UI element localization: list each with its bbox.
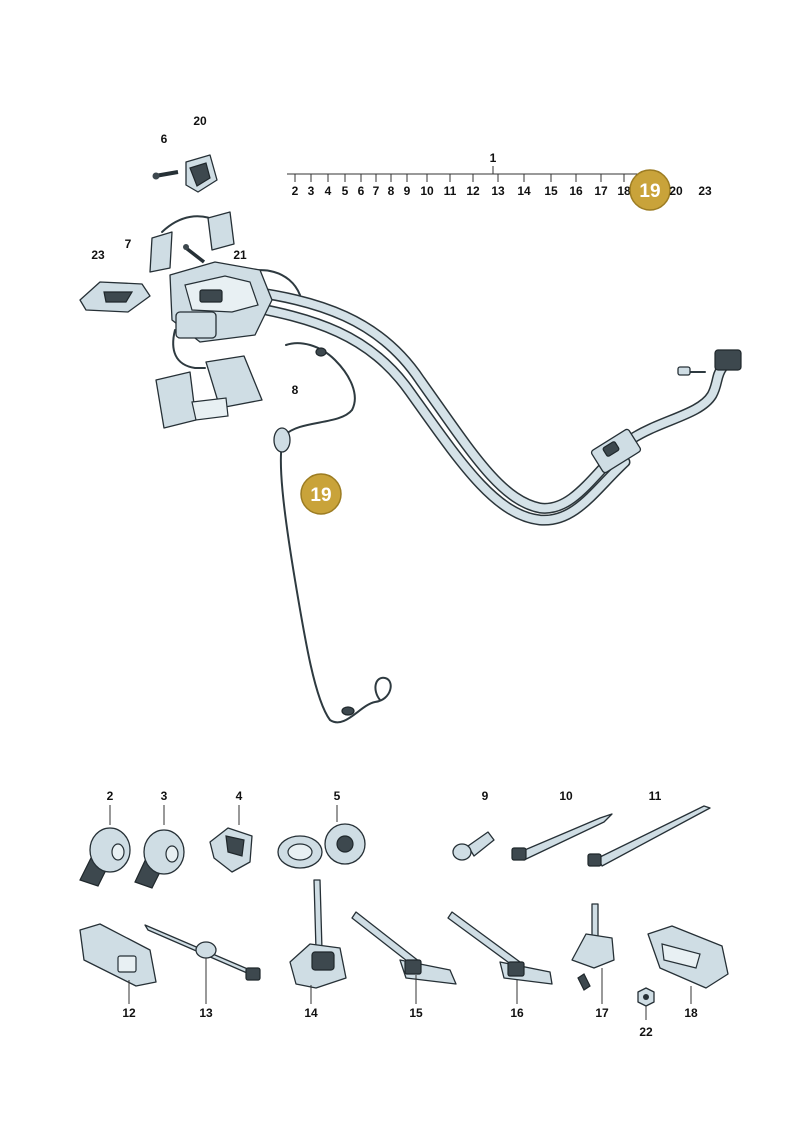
callout-23: 23 xyxy=(91,248,105,262)
callout-14: 14 xyxy=(304,1006,318,1020)
bracket-20 xyxy=(185,154,218,193)
callout-21: 21 xyxy=(233,248,247,262)
callout-6: 6 xyxy=(161,132,168,146)
lower-connector-b xyxy=(205,355,263,409)
main-harness xyxy=(234,269,742,526)
assembly-item: 9 xyxy=(404,184,411,198)
assembly-item: 14 xyxy=(517,184,531,198)
screw-6 xyxy=(152,170,179,180)
callout-2: 2 xyxy=(107,789,114,803)
connector-cluster xyxy=(79,154,273,429)
callout-18: 18 xyxy=(684,1006,698,1020)
harness-connector-block xyxy=(590,428,642,474)
callout-3: 3 xyxy=(161,789,168,803)
sensor-tip xyxy=(341,706,355,716)
callout-20: 20 xyxy=(193,114,207,128)
callout-15: 15 xyxy=(409,1006,423,1020)
nut-22 xyxy=(637,987,655,1007)
end-connector xyxy=(714,349,742,371)
bracket-12 xyxy=(79,923,157,987)
control-module xyxy=(169,261,273,343)
callout-22: 22 xyxy=(639,1025,653,1039)
harness-trunk-b-fill xyxy=(236,301,629,525)
callout-11: 11 xyxy=(649,789,662,803)
lower-connector-plate xyxy=(191,397,229,421)
assembly-item: 8 xyxy=(388,184,395,198)
assembly-item: 5 xyxy=(342,184,349,198)
clip-4 xyxy=(209,827,253,873)
callout-1: 1 xyxy=(490,151,497,165)
cable-tie-10 xyxy=(511,813,613,861)
sensor-lead xyxy=(273,342,392,724)
clip-17 xyxy=(571,903,615,991)
callout-13: 13 xyxy=(199,1006,213,1020)
harness-trunk-a-fill xyxy=(236,286,624,513)
highlight-badge-row[interactable] xyxy=(629,169,671,211)
assembly-item: 11 xyxy=(444,184,457,198)
assembly-item: 10 xyxy=(420,184,434,198)
assembly-item: 12 xyxy=(466,184,480,198)
callout-7: 7 xyxy=(125,237,132,251)
callout-17: 17 xyxy=(595,1006,609,1020)
assembly-item: 13 xyxy=(491,184,505,198)
svg-text:19: 19 xyxy=(310,485,331,506)
cable-tie-11 xyxy=(587,805,711,867)
assembly-item: 6 xyxy=(358,184,365,198)
assembly-item: 20 xyxy=(669,184,683,198)
highlight-badge-diagram[interactable]: 19 xyxy=(300,473,342,515)
callout-5: 5 xyxy=(334,789,341,803)
callout-10: 10 xyxy=(559,789,573,803)
lower-connector-a xyxy=(155,371,197,429)
sensor-grommet xyxy=(273,427,291,453)
callout-12: 12 xyxy=(122,1006,136,1020)
connector-7b xyxy=(207,211,235,251)
assembly-item: 18 xyxy=(617,184,631,198)
assembly-item: 23 xyxy=(698,184,712,198)
callout-9: 9 xyxy=(482,789,489,803)
tape-roll-3 xyxy=(134,829,185,889)
tape-roll-2 xyxy=(79,827,131,887)
assembly-item: 16 xyxy=(569,184,583,198)
holder-23 xyxy=(79,281,151,313)
assembly-item: 3 xyxy=(308,184,315,198)
assembly-item: 15 xyxy=(544,184,558,198)
tie-clip-13 xyxy=(144,924,261,981)
callout-16: 16 xyxy=(510,1006,524,1020)
tie-holder-15 xyxy=(351,911,457,985)
callout-4: 4 xyxy=(236,789,243,803)
grommet-5 xyxy=(277,823,366,869)
holder-14 xyxy=(289,879,347,989)
assembly-item: 17 xyxy=(594,184,608,198)
assembly-item: 7 xyxy=(373,184,380,198)
parts-catalog: 2 3 4 5 9 10 11 xyxy=(79,789,729,1039)
assembly-item: 4 xyxy=(325,184,332,198)
screw-21 xyxy=(183,244,206,264)
end-terminal xyxy=(677,366,691,376)
callout-8: 8 xyxy=(292,383,299,397)
sensor-clip xyxy=(315,347,327,357)
harness-trunk-b xyxy=(234,299,631,526)
connector-7a xyxy=(149,231,173,273)
bracket-18 xyxy=(647,925,729,989)
sensor-wire xyxy=(279,342,392,724)
rivet-9 xyxy=(452,831,495,861)
assembly-item: 2 xyxy=(292,184,299,198)
assembly-item-highlight[interactable]: 19 xyxy=(639,181,660,202)
harness-end-branch-fill xyxy=(626,364,726,444)
tie-holder-16 xyxy=(447,911,553,985)
module-lead xyxy=(172,329,206,369)
